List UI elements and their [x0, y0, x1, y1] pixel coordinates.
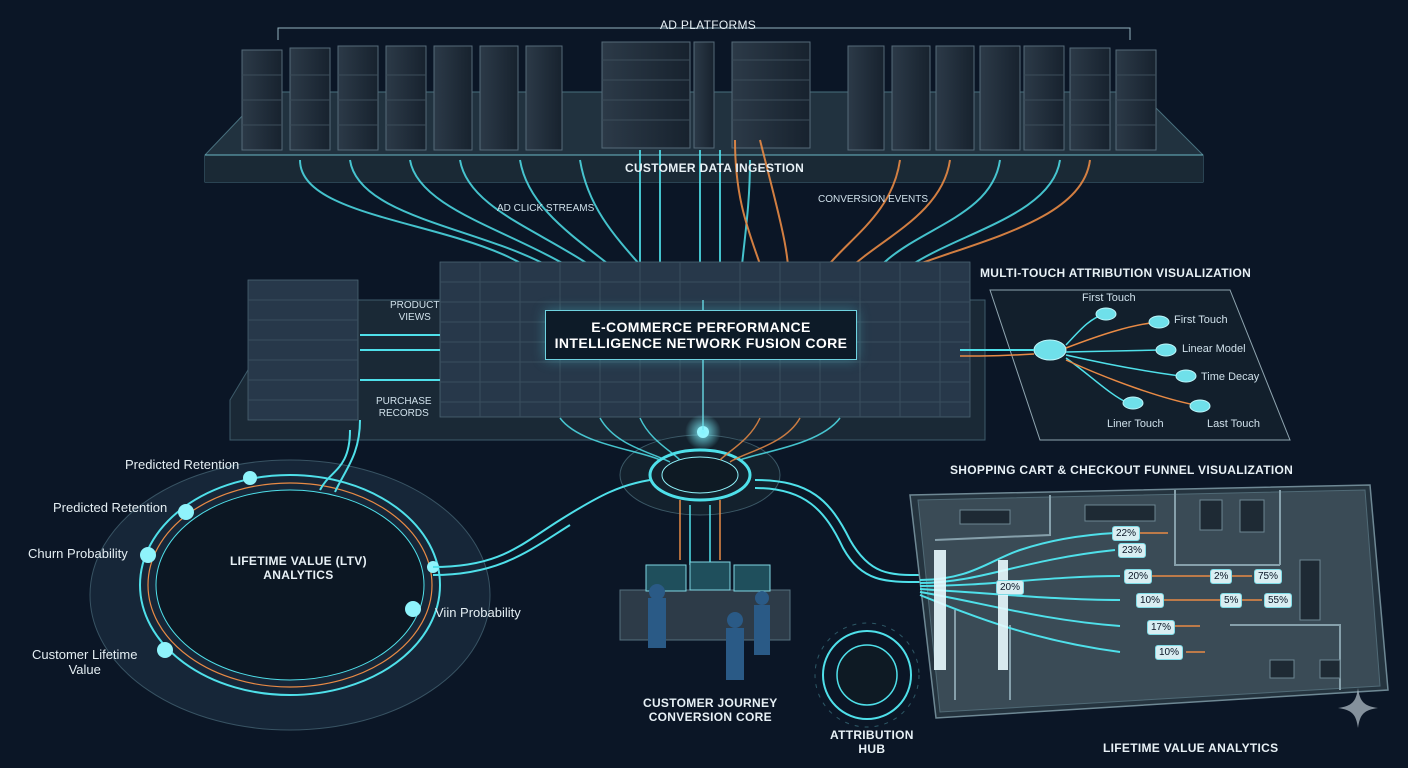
mta-time-decay: Time Decay [1201, 371, 1260, 383]
mta-last-touch: Last Touch [1207, 418, 1261, 430]
funnel-pct-r2: 75% [1254, 569, 1283, 584]
mta-first-touch-a: First Touch [1082, 292, 1136, 304]
product-views-label: PRODUCT VIEWS [390, 300, 439, 323]
purchase-records-line2: RECORDS [378, 407, 429, 419]
conversion-events-label: CONVERSION EVENTS [818, 194, 929, 205]
funnel-title: SHOPPING CART & CHECKOUT FUNNEL VISUALIZ… [950, 463, 1294, 477]
journey-core-title: CUSTOMER JOURNEY CONVERSION CORE [643, 696, 778, 725]
ltv-viin-probability: Viin Probability [435, 605, 521, 620]
ad-platform-racks [241, 41, 1157, 151]
funnel-pct-entry: 20% [996, 580, 1025, 595]
ltv-predicted-retention-a: Predicted Retention [125, 457, 240, 472]
ltv-churn-probability: Churn Probability [28, 546, 128, 561]
attribution-hub-title: ATTRIBUTION HUB [830, 728, 914, 757]
fusion-core-title-line2: INTELLIGENCE NETWORK FUSION CORE [554, 335, 848, 351]
mta-title: MULTI-TOUCH ATTRIBUTION VISUALIZATION [980, 266, 1252, 280]
funnel-pct-4: 10% [1136, 593, 1165, 608]
journey-hub-ring [619, 414, 781, 516]
ltv-analytics-line2: ANALYTICS [263, 567, 334, 582]
ltv-predicted-retention-b: Predicted Retention [53, 500, 168, 515]
funnel-pct-5: 17% [1147, 620, 1176, 635]
funnel-pct-6: 10% [1155, 645, 1184, 660]
fusion-core-title: E-COMMERCE PERFORMANCE INTELLIGENCE NETW… [545, 310, 857, 360]
journey-core-line1: CUSTOMER JOURNEY [643, 696, 778, 710]
funnel-pct-2: 23% [1118, 543, 1147, 558]
funnel-pct-1: 22% [1112, 526, 1141, 541]
ltv-links [319, 419, 651, 576]
funnel-pct-r1: 2% [1210, 569, 1233, 584]
purchase-records-label: PURCHASE RECORDS [376, 396, 432, 419]
lifetime-value-analytics-label: LIFETIME VALUE ANALYTICS [1103, 741, 1279, 755]
ltv-customer-lifetime-value: Customer Lifetime Value [32, 647, 138, 678]
mta-first-touch-b: First Touch [1174, 314, 1228, 326]
mta-linear-model: Linear Model [1182, 343, 1246, 355]
operator-console [619, 561, 791, 680]
ltv-analytics-title: LIFETIME VALUE (LTV) ANALYTICS [230, 554, 367, 583]
ltv-ring [89, 459, 491, 731]
funnel-pct-3: 20% [1124, 569, 1153, 584]
product-views-line1: PRODUCT [390, 300, 440, 311]
ltv-customer-lifetime-line1: Customer Lifetime [32, 647, 138, 662]
hub-to-funnel-flows [754, 479, 921, 583]
attribution-hub-line1: ATTRIBUTION [830, 728, 914, 742]
customer-data-ingestion-label: CUSTOMER DATA INGESTION [625, 161, 805, 175]
ltv-customer-lifetime-line2: Value [68, 661, 101, 677]
hub-to-operators-flows [679, 500, 721, 565]
product-views-line2: VIEWS [398, 311, 431, 323]
fusion-core-title-line1: E-COMMERCE PERFORMANCE [591, 319, 811, 335]
attribution-hub-ring [814, 622, 920, 728]
funnel-pct-r4: 55% [1264, 593, 1293, 608]
ltv-analytics-line1: LIFETIME VALUE (LTV) [230, 554, 367, 568]
attribution-hub-line2: HUB [858, 741, 886, 756]
funnel-pct-r3: 5% [1220, 593, 1243, 608]
sparkle-icon [1338, 688, 1378, 728]
journey-core-line2: CONVERSION CORE [648, 709, 772, 724]
mta-liner-touch: Liner Touch [1107, 418, 1164, 430]
ad-click-streams-label: AD CLICK STREAMS [497, 203, 595, 214]
ad-platforms-bracket [277, 27, 1131, 40]
purchase-records-line1: PURCHASE [376, 396, 432, 407]
mta-panel [959, 289, 1291, 441]
side-feed-lines [360, 334, 440, 381]
ad-platforms-label: AD PLATFORMS [660, 18, 757, 32]
